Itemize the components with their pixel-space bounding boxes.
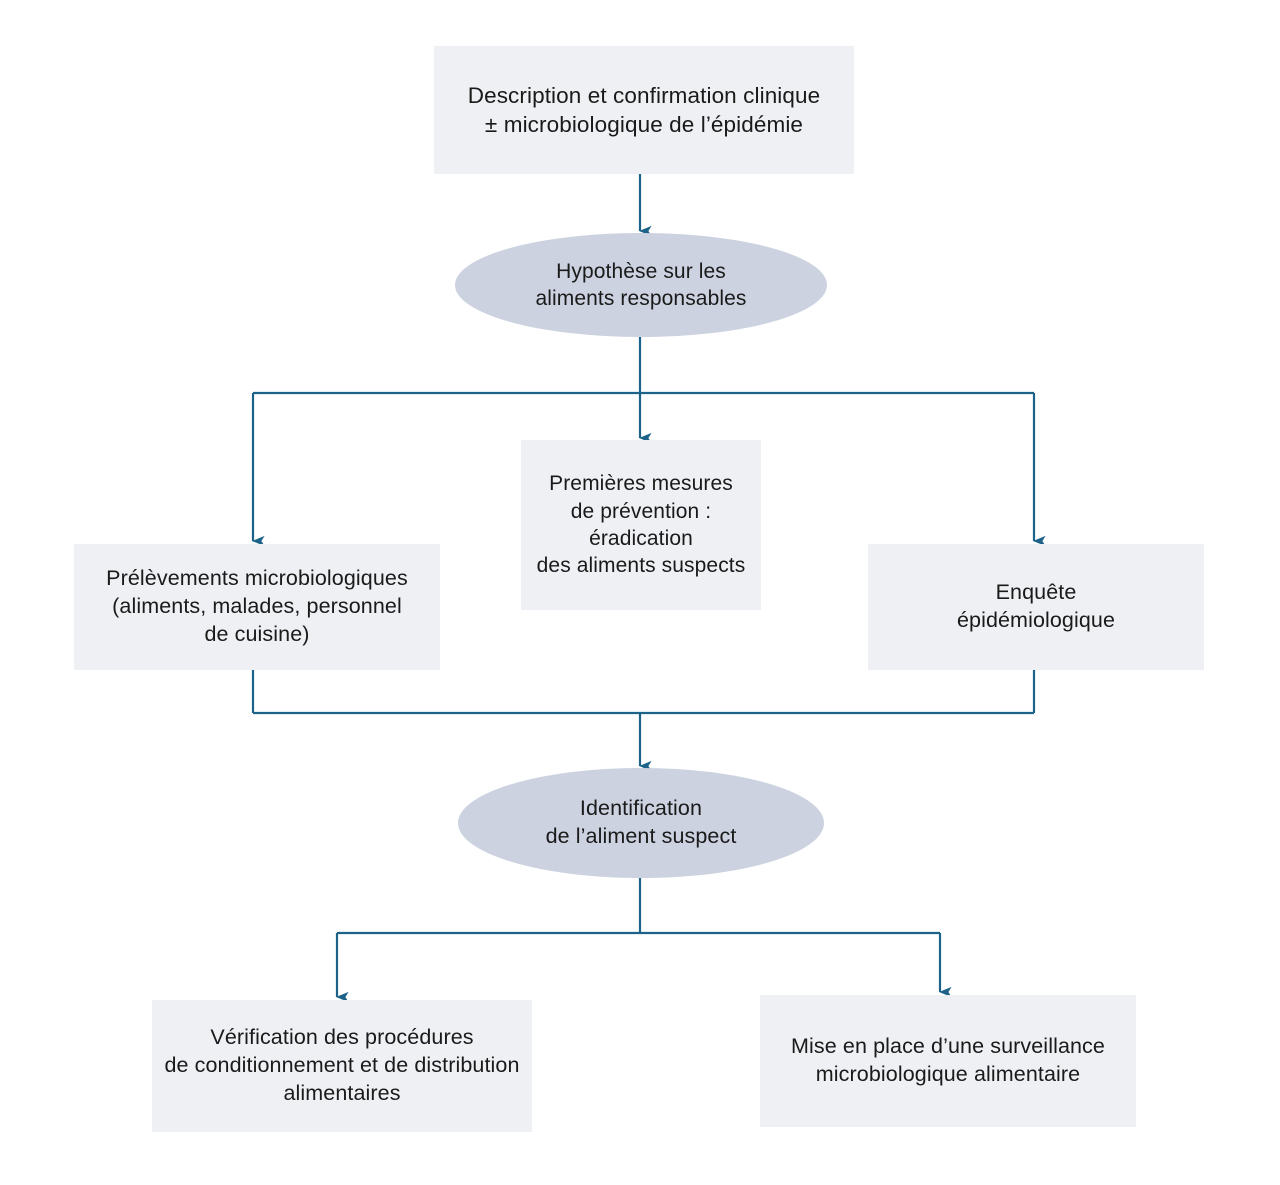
node-hypothese-aliments[interactable]: Hypothèse sur les aliments responsables <box>455 233 827 337</box>
node-surveillance-microbiologique[interactable]: Mise en place d’une surveillance microbi… <box>760 995 1136 1127</box>
node-surveillance-microbiologique-label: Mise en place d’une surveillance microbi… <box>791 1034 1105 1086</box>
node-identification-aliment[interactable]: Identification de l’aliment suspect <box>458 768 824 878</box>
node-identification-aliment-label: Identification de l’aliment suspect <box>545 796 737 848</box>
node-verification-procedures[interactable]: Vérification des procédures de condition… <box>152 1000 532 1132</box>
node-prelevements-microbiologiques-label: Prélèvements microbiologiques (aliments,… <box>106 566 408 646</box>
node-premieres-mesures-label: Premières mesures de prévention : éradic… <box>536 472 746 578</box>
node-verification-procedures-label: Vérification des procédures de condition… <box>164 1025 520 1105</box>
node-description-confirmation-label: Description et confirmation clinique ± m… <box>467 82 821 137</box>
node-hypothese-aliments-label: Hypothèse sur les aliments responsables <box>535 259 747 310</box>
node-prelevements-microbiologiques[interactable]: Prélèvements microbiologiques (aliments,… <box>74 544 440 670</box>
node-premieres-mesures[interactable]: Premières mesures de prévention : éradic… <box>521 440 761 610</box>
node-enquete-epidemiologique-label: Enquête épidémiologique <box>956 580 1116 632</box>
node-enquete-epidemiologique[interactable]: Enquête épidémiologique <box>868 544 1204 670</box>
node-description-confirmation[interactable]: Description et confirmation clinique ± m… <box>434 46 854 174</box>
